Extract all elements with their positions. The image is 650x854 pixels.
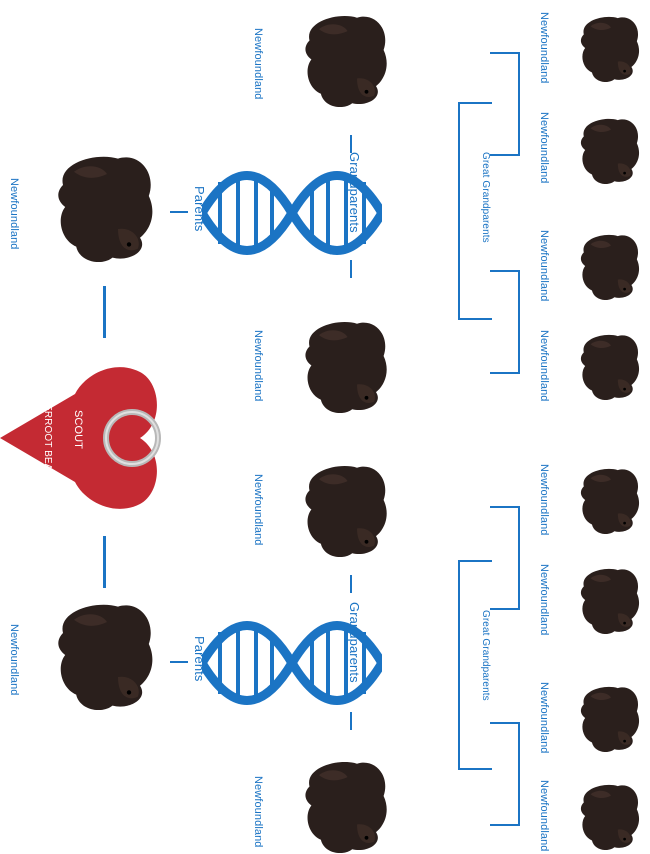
gg-branch-bottom-2 xyxy=(458,768,492,770)
grandparent-top-2-dog xyxy=(300,318,395,413)
gg-top-2-label: Newfoundland xyxy=(538,112,550,184)
tag-name: SCOUT xyxy=(72,410,84,449)
gg-branch-top-1 xyxy=(458,102,492,104)
gg-branch-top-2 xyxy=(458,318,492,320)
gg-stem-bottom xyxy=(458,560,460,770)
gg-bracket-bottom-2 xyxy=(490,722,520,826)
grandparents-label-bottom: Grandparents xyxy=(347,602,362,683)
parent-top-dog xyxy=(52,152,162,262)
grandparent-bottom-2-label: Newfoundland xyxy=(252,776,264,848)
gg-top-1-label: Newfoundland xyxy=(538,12,550,84)
grandparent-bottom-1-dog xyxy=(300,462,395,557)
grandparents-label-top: Grandparents xyxy=(347,152,362,233)
parents-connector-bottom xyxy=(170,661,188,663)
parents-connector-top xyxy=(170,211,188,213)
grandparent-connector-bottom-1 xyxy=(350,575,352,593)
gg-bottom-4-label: Newfoundland xyxy=(538,780,550,852)
gg-top-3-label: Newfoundland xyxy=(538,230,550,302)
grandparent-bottom-1-label: Newfoundland xyxy=(252,474,264,546)
connector-bottom xyxy=(103,536,106,588)
gg-bottom-3-label: Newfoundland xyxy=(538,682,550,754)
grandparent-top-2-label: Newfoundland xyxy=(252,330,264,402)
gg-bottom-4-dog xyxy=(577,782,645,850)
grandparent-top-1-dog xyxy=(300,12,395,107)
gg-top-4-dog xyxy=(577,332,645,400)
great-grandparents-label-bottom: Great Grandparents xyxy=(480,610,491,701)
gg-bracket-top-1 xyxy=(490,52,520,156)
gg-branch-bottom-1 xyxy=(458,560,492,562)
gg-bottom-1-dog xyxy=(577,466,645,534)
gg-top-2-dog xyxy=(577,116,645,184)
gg-top-3-dog xyxy=(577,232,645,300)
grandparent-bottom-2-dog xyxy=(300,758,395,853)
parent-top-label: Newfoundland xyxy=(8,178,20,250)
grandparent-top-1-label: Newfoundland xyxy=(252,28,264,100)
grandparent-connector-top-1 xyxy=(350,135,352,153)
great-grandparents-label-top: Great Grandparents xyxy=(480,152,491,243)
parent-bottom-dog xyxy=(52,600,162,710)
gg-bottom-2-dog xyxy=(577,566,645,634)
connector-top xyxy=(103,286,106,338)
gg-bracket-top-2 xyxy=(490,270,520,374)
grandparent-connector-top-2 xyxy=(350,260,352,278)
gg-bottom-3-dog xyxy=(577,684,645,752)
grandparent-connector-bottom-2 xyxy=(350,712,352,730)
parent-bottom-label: Newfoundland xyxy=(8,624,20,696)
gg-top-4-label: Newfoundland xyxy=(538,330,550,402)
gg-stem-top xyxy=(458,102,460,320)
gg-bottom-1-label: Newfoundland xyxy=(538,464,550,536)
gg-bracket-bottom-1 xyxy=(490,506,520,610)
tag-subtitle: BITTERROOT BEAR xyxy=(42,382,53,478)
gg-bottom-2-label: Newfoundland xyxy=(538,564,550,636)
heart-tag: SCOUT BITTERROOT BEAR xyxy=(0,352,165,524)
gg-top-1-dog xyxy=(577,14,645,82)
